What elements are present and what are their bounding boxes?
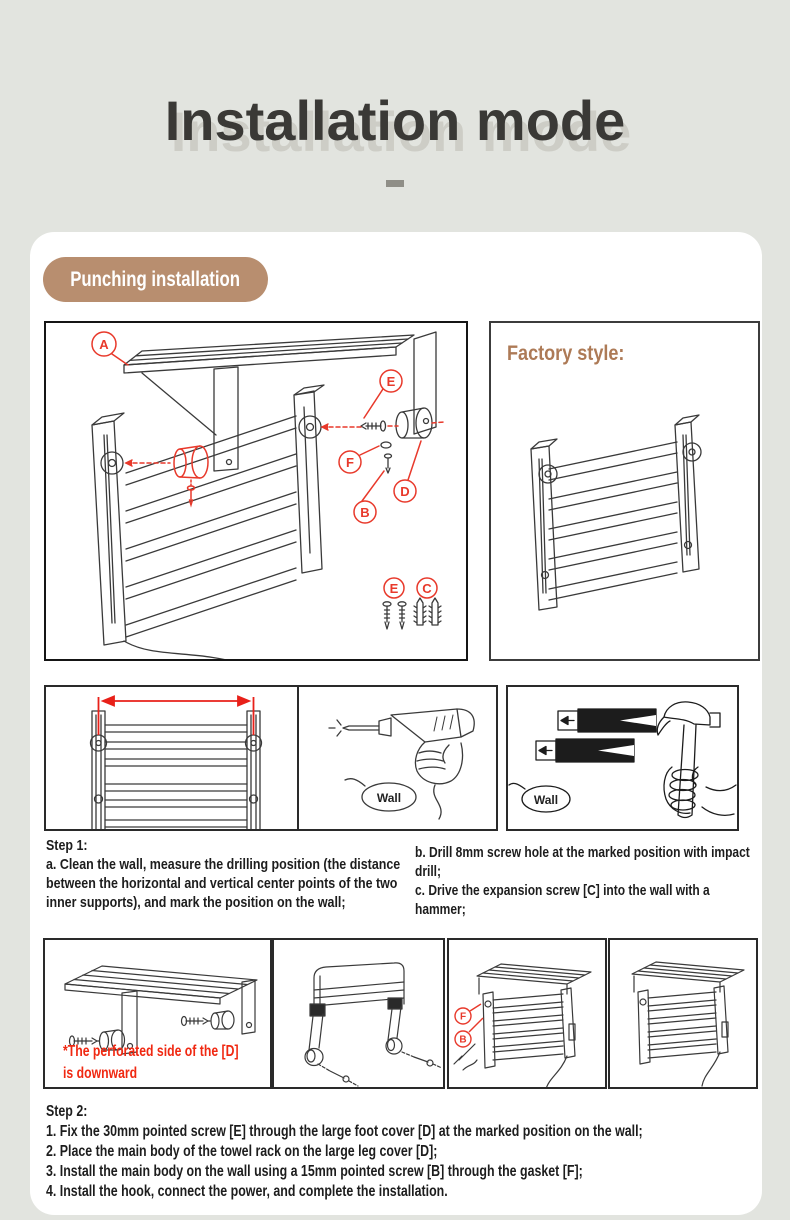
- panel3-callout-lines: [454, 1003, 484, 1048]
- step1-heading: Step 1:: [46, 837, 88, 854]
- hardware-callout-c: C: [422, 581, 432, 596]
- measure-rack-illustration: [89, 695, 263, 829]
- drill-cell: Wall: [299, 687, 496, 829]
- step2-text: Step 2: 1. Fix the 30mm pointed screw [E…: [46, 1102, 734, 1202]
- hardware-callout-e: E: [390, 581, 399, 596]
- factory-rack-illustration: [530, 414, 702, 611]
- shelf-footcover-illustration: [64, 965, 258, 1055]
- red-callout-lines: [91, 331, 445, 599]
- step2-item-4: 4. Install the hook, connect the power, …: [46, 1183, 448, 1200]
- step2-item-1: 1. Fix the 30mm pointed screw [E] throug…: [46, 1123, 643, 1140]
- hammer-anchor-illustration: Wall: [508, 701, 737, 819]
- shelf-footcover-panel: *The perforated side of the [D] is downw…: [43, 938, 272, 1089]
- mount-body-illustration: F B: [453, 963, 592, 1087]
- step1-item-c: c. Drive the expansion screw [C] into th…: [415, 882, 710, 918]
- step2-heading: Step 2:: [46, 1103, 88, 1120]
- measure-arrow: [97, 695, 255, 735]
- title-dash: [386, 180, 404, 187]
- rack-on-legs-illustration: [304, 962, 443, 1087]
- drill-illustration: Wall: [328, 708, 475, 820]
- step1-item-b: b. Drill 8mm screw hole at the marked po…: [415, 844, 750, 880]
- step2-item-2: 2. Place the main body of the towel rack…: [46, 1143, 438, 1160]
- note-line-1: *The perforated side of the [D]: [63, 1043, 239, 1060]
- wall-bubble-label: Wall: [377, 791, 401, 805]
- callout-a: A: [99, 337, 109, 352]
- wall-bubble-label: Wall: [534, 793, 558, 807]
- finished-install-panel: [608, 938, 758, 1089]
- finished-install-illustration: [631, 961, 745, 1087]
- step1-illustration-panel: Wall: [44, 685, 498, 831]
- callout-e: E: [387, 374, 396, 389]
- towel-rack-exploded-illustration: A E F D B E C: [91, 331, 445, 659]
- factory-style-panel: Factory style:: [489, 321, 760, 661]
- mount-body-panel: F B: [447, 938, 607, 1089]
- rack-on-legs-panel: [272, 938, 445, 1089]
- factory-style-title: Factory style:: [507, 342, 625, 365]
- step1-text-right: b. Drill 8mm screw hole at the marked po…: [415, 843, 753, 919]
- note-line-2: is downward: [63, 1065, 138, 1082]
- callout-f: F: [346, 455, 354, 470]
- page-title: Installation mode: [164, 89, 626, 152]
- measure-cell: [46, 687, 299, 829]
- section-badge-label: Punching installation: [70, 267, 241, 291]
- callout-f: F: [460, 1012, 466, 1023]
- callout-b: B: [360, 505, 369, 520]
- step2-item-3: 3. Install the main body on the wall usi…: [46, 1163, 583, 1180]
- hammer-anchor-panel: Wall: [506, 685, 739, 831]
- section-badge: Punching installation: [43, 257, 268, 302]
- step1-text-left: Step 1: a. Clean the wall, measure the d…: [46, 836, 421, 912]
- content-card: Punching installation: [30, 232, 762, 1215]
- callout-d: D: [400, 484, 409, 499]
- callout-b: B: [459, 1035, 466, 1046]
- perforated-side-note: *The perforated side of the [D] is downw…: [63, 1041, 284, 1085]
- step1-item-a: a. Clean the wall, measure the drilling …: [46, 856, 401, 911]
- annotated-diagram-panel: A E F D B E C: [44, 321, 468, 661]
